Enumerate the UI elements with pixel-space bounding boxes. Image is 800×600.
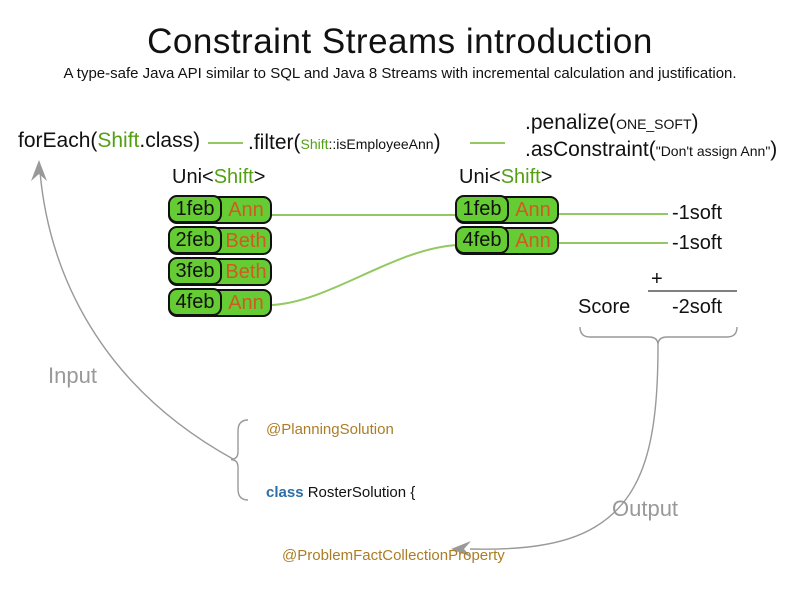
match-curve-4feb <box>271 244 459 306</box>
output-arrowhead-icon <box>451 541 471 557</box>
input-arrowhead-icon <box>31 160 47 181</box>
output-brace <box>579 326 738 346</box>
input-arrow-curve <box>39 171 234 460</box>
input-brace <box>230 419 249 501</box>
output-arrow-curve <box>469 344 659 550</box>
